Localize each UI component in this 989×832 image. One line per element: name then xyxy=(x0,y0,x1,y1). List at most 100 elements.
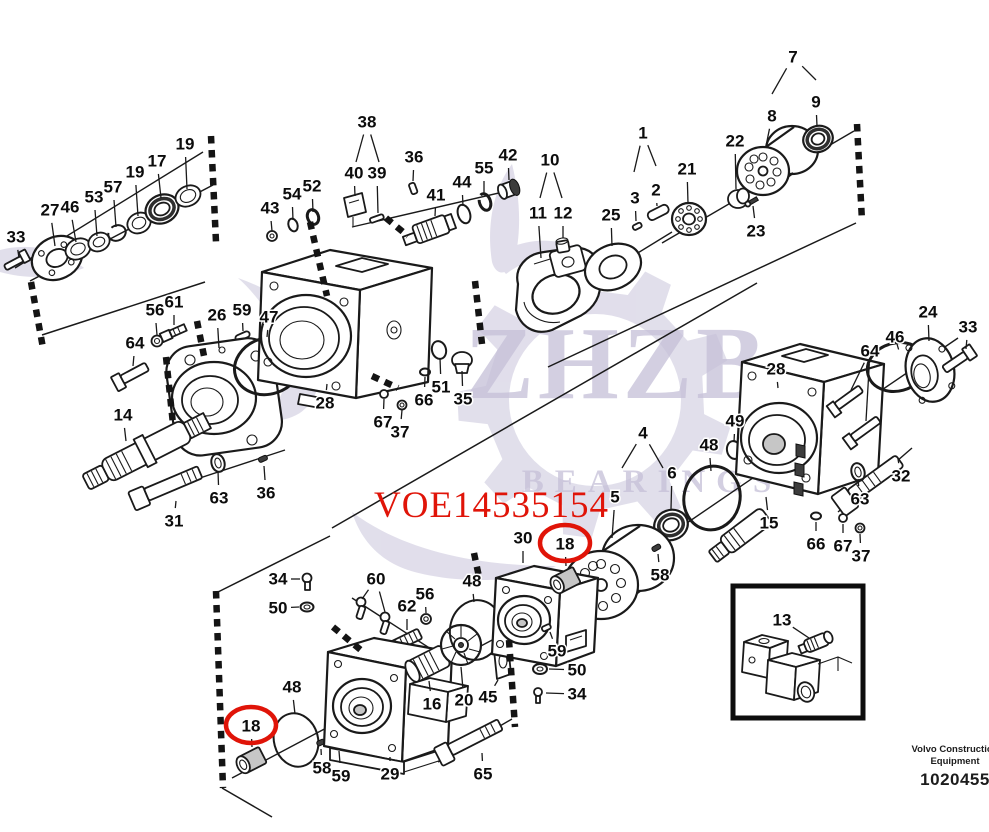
callout-48: 48 xyxy=(700,436,719,455)
callout-50: 50 xyxy=(269,599,288,618)
leader-line xyxy=(325,383,328,391)
callout-2: 2 xyxy=(651,181,660,200)
leader-line xyxy=(71,219,77,243)
highlight-circle xyxy=(223,704,279,746)
part-washer-54 xyxy=(287,217,299,233)
leader-line xyxy=(439,357,442,375)
part-fitting-60b xyxy=(379,611,391,635)
part-nut-67 xyxy=(379,389,389,399)
part-nut-43 xyxy=(266,230,278,242)
part-flange-24 xyxy=(904,337,956,404)
leader-line xyxy=(621,443,637,469)
leader-line xyxy=(771,67,788,95)
leader-line xyxy=(376,185,379,214)
assembly-right-pump xyxy=(562,337,978,621)
callout-17: 17 xyxy=(148,152,167,171)
part-ring-53 xyxy=(87,231,111,253)
part-pin-2 xyxy=(646,203,670,221)
part-washer-63 xyxy=(210,453,226,473)
part-screw-23 xyxy=(744,196,760,208)
leader-line xyxy=(549,631,554,640)
title-block: Volvo Construction Equipment 1020455 xyxy=(860,744,989,790)
callout-39: 39 xyxy=(368,164,387,183)
watermark-text: ZHZB BEARINGS xyxy=(465,306,772,500)
part-bolt-33 xyxy=(3,248,32,271)
callout-32: 32 xyxy=(892,467,911,486)
leader-line xyxy=(776,381,779,389)
part-bolt-64 xyxy=(110,362,150,392)
callout-58: 58 xyxy=(651,566,670,585)
callout-49: 49 xyxy=(726,412,745,431)
part-bolt-65 xyxy=(433,719,503,767)
callout-56: 56 xyxy=(416,585,435,604)
leader-line xyxy=(801,65,817,81)
leader-line xyxy=(670,485,673,510)
leader-line xyxy=(17,249,20,259)
callout-47: 47 xyxy=(260,308,279,327)
part-oring-48bl xyxy=(272,712,320,768)
part-bolt-32 xyxy=(830,455,904,517)
part-solenoid-40 xyxy=(343,192,367,226)
callout-54: 54 xyxy=(283,185,302,204)
inset-valve-block xyxy=(741,634,853,703)
leader-line xyxy=(865,363,870,422)
leader-line xyxy=(132,355,135,367)
leader-line xyxy=(815,114,818,127)
callout-1: 1 xyxy=(638,124,647,143)
leader-line xyxy=(184,156,188,190)
part-seal-66 xyxy=(419,367,431,377)
leader-line xyxy=(292,699,296,715)
callout-67: 67 xyxy=(374,413,393,432)
part-screw-61 xyxy=(158,323,188,343)
inset-box xyxy=(730,583,866,721)
callout-37: 37 xyxy=(852,547,871,566)
leader-line xyxy=(123,427,127,442)
leader-line xyxy=(553,172,563,199)
callout-15: 15 xyxy=(760,514,779,533)
callout-53: 53 xyxy=(85,188,104,207)
callout-48: 48 xyxy=(283,678,302,697)
part-bolt-64r2 xyxy=(841,416,882,451)
leader-line xyxy=(51,222,56,247)
leader-line xyxy=(428,680,431,692)
callout-14: 14 xyxy=(114,406,133,425)
highlight-circle xyxy=(537,522,593,564)
gear-icon xyxy=(457,262,731,538)
assembly-relief-valve xyxy=(266,178,521,247)
leader-line xyxy=(263,465,266,481)
part-nut-37 xyxy=(396,399,408,411)
leader-line xyxy=(686,181,689,204)
leader-line xyxy=(734,153,737,190)
callout-9: 9 xyxy=(811,93,820,112)
callout-67: 67 xyxy=(834,537,853,556)
part-ballpin-12 xyxy=(555,237,571,254)
watermark-line1: ZHZB xyxy=(465,306,770,421)
assembly-swashplate xyxy=(514,203,670,333)
callout-18: 18 xyxy=(242,717,261,736)
leader-line xyxy=(361,589,370,600)
part-oring-48r xyxy=(682,464,742,532)
highlighted-part-number: VOE14535154 xyxy=(374,485,609,526)
leader-line xyxy=(896,343,900,350)
assembly-cylinder-block-top xyxy=(670,124,834,237)
part-cartridge-13 xyxy=(797,630,834,655)
callout-10: 10 xyxy=(541,151,560,170)
part-washer-50 xyxy=(299,601,315,613)
part-shaft-14 xyxy=(82,412,212,490)
callout-46: 46 xyxy=(886,328,905,347)
callout-30: 30 xyxy=(514,529,533,548)
callout-22: 22 xyxy=(726,132,745,151)
callout-50: 50 xyxy=(568,661,587,680)
part-plug-35 xyxy=(451,351,473,374)
leader-line xyxy=(927,324,930,342)
callout-4: 4 xyxy=(638,424,648,443)
part-bushing-18c xyxy=(549,566,582,595)
leader-line xyxy=(792,626,810,639)
part-ring-52 xyxy=(305,208,321,226)
callout-27: 27 xyxy=(41,201,60,220)
callout-19: 19 xyxy=(126,163,145,182)
leader-line xyxy=(378,591,386,613)
callout-31: 31 xyxy=(165,512,184,531)
callout-37: 37 xyxy=(391,423,410,442)
